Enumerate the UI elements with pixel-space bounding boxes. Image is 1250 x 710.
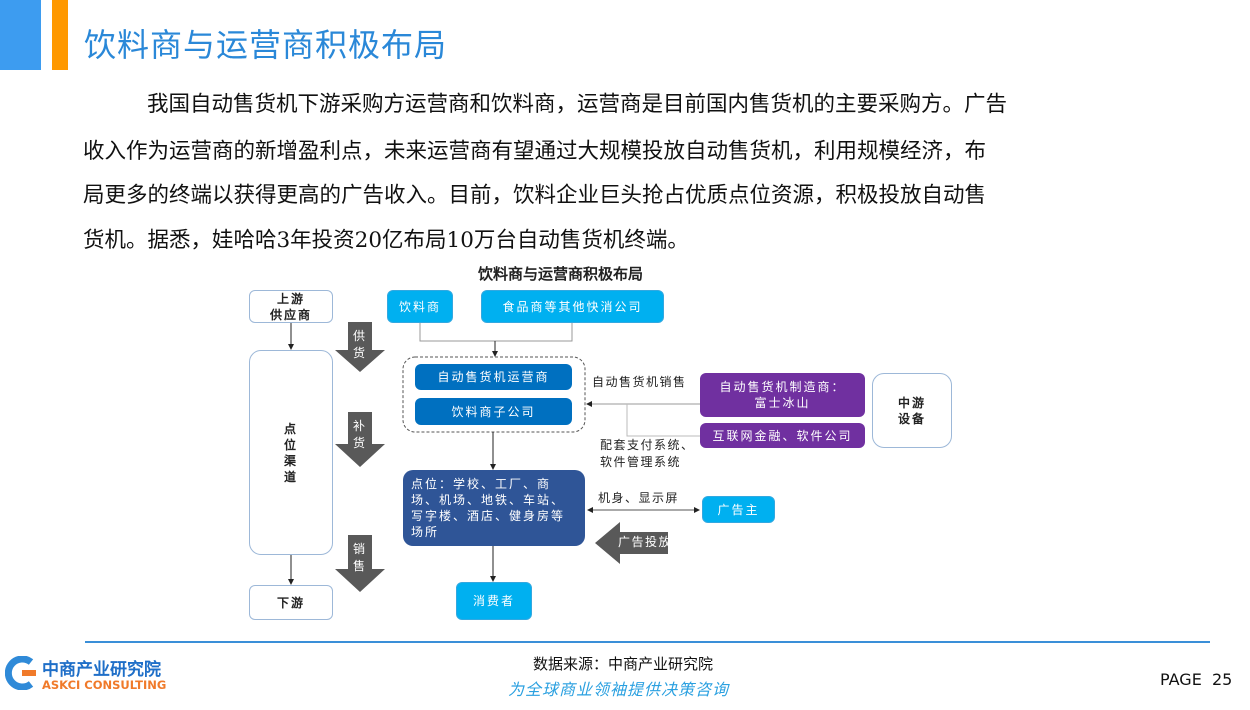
logo-en-text: ASKCI CONSULTING	[42, 678, 167, 692]
subsidiary-box: 饮料商子公司	[415, 398, 572, 425]
beverage-box: 饮料商	[387, 290, 453, 323]
paragraph-line: 收入作为运营商的新增盈利点，未来运营商有望通过大规模投放自动售货机，利用规模经济…	[83, 139, 987, 164]
operator-box: 自动售货机运营商	[415, 364, 572, 390]
sales-arrow-shape	[335, 535, 385, 592]
footer-divider	[85, 641, 1210, 643]
downstream-box: 下游	[249, 585, 333, 620]
sales-arrow-label: 销 售	[353, 542, 367, 573]
paragraph-line: 货机。据悉，娃哈哈3年投资20亿布局10万台自动售货机终端。	[83, 228, 689, 253]
restock-arrow-label: 补 货	[353, 419, 367, 450]
paragraph-line: 我国自动售货机下游采购方运营商和饮料商，运营商是目前国内售货机的主要采购方。广告	[147, 92, 1008, 117]
advertiser-box: 广告主	[702, 496, 775, 523]
manufacturer-box: 自动售货机制造商： 富士冰山	[700, 373, 865, 417]
channel-box: 点 位 渠 道	[249, 350, 333, 555]
data-source: 数据来源：中商产业研究院	[533, 655, 714, 673]
page-title: 饮料商与运营商积极布局	[84, 26, 448, 64]
upstream-supplier-box: 上游 供应商	[249, 290, 333, 323]
fintech-box: 互联网金融、软件公司	[700, 423, 865, 448]
paragraph-line: 局更多的终端以获得更高的广告收入。目前，饮料企业巨头抢占优质点位资源，积极投放自…	[83, 183, 987, 208]
askci-logo-icon	[4, 655, 39, 691]
vending-sales-label: 自动售货机销售	[592, 375, 687, 389]
supply-arrow-shape	[335, 322, 385, 372]
operator-group-outline	[402, 356, 586, 433]
consumer-box: 消费者	[456, 582, 532, 620]
body-screen-label: 机身、显示屏	[598, 491, 680, 505]
fmcg-box: 食品商等其他快消公司	[481, 290, 664, 323]
connector-fintech	[626, 404, 700, 437]
page-number: PAGE 25	[1160, 670, 1233, 689]
header-orange-bar	[52, 0, 68, 70]
ad-placement-arrow-shape	[595, 522, 668, 564]
supply-arrow-label: 供 货	[353, 329, 367, 360]
connector-suppliers	[419, 323, 573, 342]
restock-arrow-shape	[335, 412, 385, 467]
payment-label: 配套支付系统、 软件管理系统	[600, 438, 695, 469]
diagram-title: 饮料商与运营商积极布局	[478, 265, 644, 283]
midstream-box: 中游 设备	[872, 373, 952, 448]
tagline: 为全球商业领袖提供决策咨询	[508, 680, 730, 699]
ad-placement-label: 广告投放	[618, 535, 673, 549]
header-blue-bar	[0, 0, 41, 70]
locations-box: 点位：学校、工厂、商场、机场、地铁、车站、写字楼、酒店、健身房等场所	[403, 470, 585, 546]
logo-cn-text: 中商产业研究院	[42, 660, 161, 680]
